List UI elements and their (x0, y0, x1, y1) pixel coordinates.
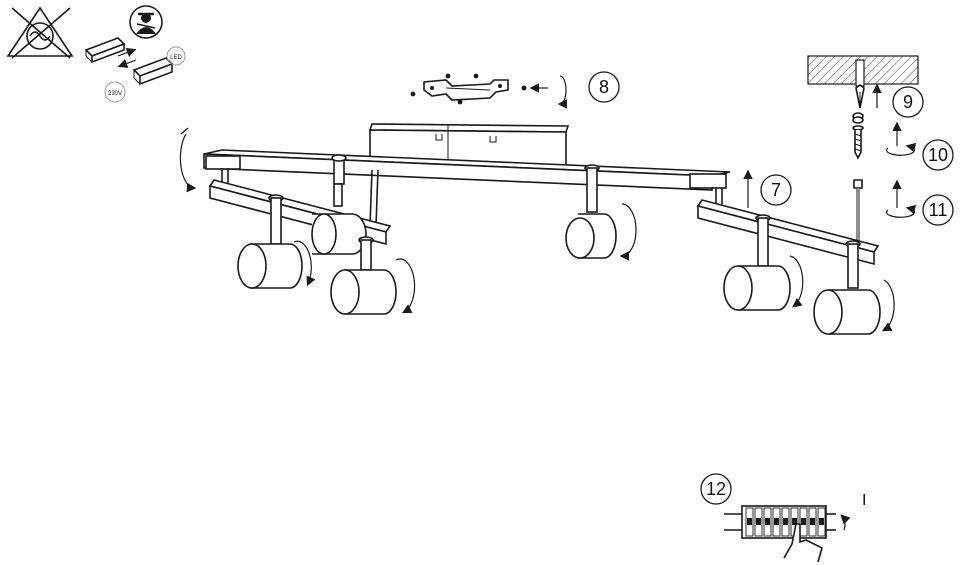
led-driver-icon: 230V LED (84, 37, 186, 103)
driver-label-left: 230V (108, 91, 122, 97)
breaker-toggle (801, 518, 806, 525)
breaker-toggle (810, 518, 815, 525)
step-badge-10: 10 (922, 139, 954, 171)
step-number: 7 (771, 180, 781, 200)
step-number: 12 (706, 479, 726, 499)
washer-icon (852, 112, 864, 124)
step-badge-7: 7 (760, 174, 792, 206)
driver-label-right: LED (170, 55, 182, 61)
no-dimmer-icon (6, 6, 74, 59)
step-badge-12: 12 (700, 473, 732, 505)
breaker-toggle (792, 518, 797, 525)
threaded-rod-icon (853, 179, 917, 248)
spotlight-6 (813, 240, 895, 335)
breaker-toggle (783, 518, 788, 525)
ceiling (807, 55, 919, 87)
right-arm (696, 188, 880, 266)
spotlight-3 (330, 236, 416, 315)
breaker-toggle (774, 518, 779, 525)
spotlight-5 (723, 214, 804, 311)
screw-anchor-icon (852, 121, 917, 160)
step-badge-8: 8 (588, 71, 620, 103)
electrician-icon (129, 5, 163, 39)
step-number: 11 (929, 200, 948, 220)
step-number: 9 (903, 92, 913, 112)
step-number: 8 (599, 77, 609, 97)
step-badge-9: 9 (892, 86, 924, 118)
spotlight-1 (311, 154, 367, 255)
breaker-panel (724, 505, 851, 539)
mounting-bracket (410, 73, 568, 109)
hand-icon (783, 523, 823, 563)
breaker-toggle (765, 518, 770, 525)
switch-on-mark: I (862, 492, 866, 509)
wall-plug-icon (855, 83, 882, 109)
fixture (179, 123, 895, 335)
breaker-toggle (756, 518, 761, 525)
breaker-toggle (819, 518, 824, 525)
step-number: 10 (928, 145, 948, 165)
screw-icon (410, 73, 527, 105)
breaker-toggle (747, 518, 752, 525)
step-badge-11: 11 (922, 194, 954, 226)
spotlight-2 (237, 194, 316, 289)
spotlight-4 (565, 164, 637, 261)
